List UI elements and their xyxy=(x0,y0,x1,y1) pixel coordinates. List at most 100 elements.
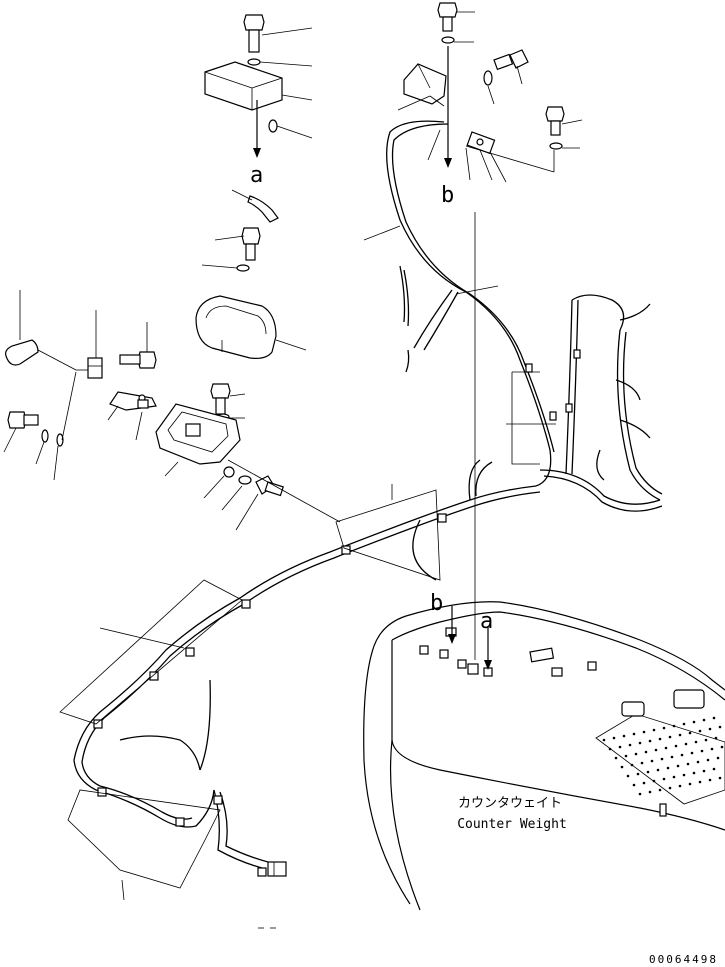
texture-dot xyxy=(720,745,724,749)
texture-dot xyxy=(678,784,682,788)
bolt-base-2 xyxy=(255,475,284,497)
mount-plate xyxy=(403,63,447,105)
texture-dot xyxy=(632,783,636,787)
texture-dot xyxy=(660,757,664,761)
texture-dot xyxy=(698,780,702,784)
texture-dot xyxy=(682,773,686,777)
texture-dot xyxy=(662,777,666,781)
small-plate xyxy=(137,399,149,409)
nut-top-left xyxy=(268,119,278,133)
ref-label-b-bottom: b xyxy=(430,591,443,616)
texture-dot xyxy=(702,718,706,722)
texture-dot xyxy=(714,736,718,740)
counter-weight-label-jp: カウンタウェイト xyxy=(458,796,562,811)
texture-dot xyxy=(650,759,654,763)
switch-base xyxy=(155,403,241,465)
texture-dot xyxy=(672,724,676,728)
switch-connector xyxy=(5,339,39,366)
texture-dot xyxy=(638,792,642,796)
counter-weight xyxy=(363,601,725,911)
texture-dot xyxy=(626,774,630,778)
texture-dot xyxy=(642,730,646,734)
wire-harness xyxy=(73,120,663,869)
bolt-cover xyxy=(241,227,261,261)
texture-dot xyxy=(664,746,668,750)
texture-dot xyxy=(708,727,712,731)
texture-dot xyxy=(698,729,702,733)
washer-left-2 xyxy=(56,433,64,447)
drawing-number: 00064498 xyxy=(649,953,718,966)
texture-dot xyxy=(658,788,662,792)
texture-dot xyxy=(706,758,710,762)
washer-cover xyxy=(236,264,250,272)
texture-dot xyxy=(612,736,616,740)
bolt-base xyxy=(210,383,231,415)
texture-dot xyxy=(662,726,666,730)
texture-dot xyxy=(668,735,672,739)
texture-dot xyxy=(666,766,670,770)
texture-dot xyxy=(652,728,656,732)
texture-dot xyxy=(614,756,618,760)
nut-base xyxy=(223,466,235,478)
washer-top-right xyxy=(441,36,455,44)
texture-dot xyxy=(636,772,640,776)
texture-dot xyxy=(710,747,714,751)
texture-dot xyxy=(618,745,622,749)
washer-left-1 xyxy=(41,429,49,443)
texture-dot xyxy=(648,790,652,794)
texture-dot xyxy=(682,722,686,726)
switch-cover xyxy=(195,295,277,359)
washer-top-left xyxy=(247,58,261,66)
bolt-left xyxy=(7,411,39,429)
texture-dot xyxy=(704,738,708,742)
texture-dot xyxy=(696,760,700,764)
texture-dot xyxy=(640,761,644,765)
texture-dot xyxy=(692,720,696,724)
texture-dot xyxy=(668,786,672,790)
texture-dot xyxy=(674,744,678,748)
texture-dot xyxy=(716,756,720,760)
texture-dot xyxy=(672,775,676,779)
texture-dot xyxy=(608,747,612,751)
texture-dot xyxy=(688,782,692,786)
texture-dot xyxy=(658,737,662,741)
texture-dot xyxy=(652,779,656,783)
texture-dot xyxy=(686,762,690,766)
harness-clamps xyxy=(93,349,581,877)
washer-top-right-2 xyxy=(483,70,493,86)
texture-dot xyxy=(644,750,648,754)
texture-dot xyxy=(678,733,682,737)
texture-dot xyxy=(718,725,722,729)
bolt-top-right-2 xyxy=(493,49,529,71)
counter-weight-label-en: Counter Weight xyxy=(457,817,567,832)
washer-base-2 xyxy=(238,475,252,485)
texture-dot xyxy=(630,763,634,767)
bolt-top-right xyxy=(437,2,458,32)
texture-dot xyxy=(602,738,606,742)
bolt-right xyxy=(545,106,565,136)
texture-dot xyxy=(620,765,624,769)
texture-dot xyxy=(648,739,652,743)
texture-dot xyxy=(680,753,684,757)
texture-dot xyxy=(656,768,660,772)
texture-dot xyxy=(694,740,698,744)
texture-dot xyxy=(700,749,704,753)
washer-right xyxy=(549,142,563,150)
counter-weight-dots xyxy=(602,716,724,796)
connector-clamp xyxy=(466,131,496,155)
texture-dot xyxy=(690,751,694,755)
texture-dot xyxy=(676,764,680,768)
bolt-bracket xyxy=(119,351,157,369)
texture-dot xyxy=(632,732,636,736)
texture-dot xyxy=(634,752,638,756)
bracket-box xyxy=(204,61,283,111)
texture-dot xyxy=(670,755,674,759)
texture-dot xyxy=(718,776,722,780)
texture-dot xyxy=(712,767,716,771)
texture-dot xyxy=(702,769,706,773)
end-connector xyxy=(267,861,287,877)
texture-dot xyxy=(688,731,692,735)
texture-dot xyxy=(654,748,658,752)
texture-dot xyxy=(692,771,696,775)
